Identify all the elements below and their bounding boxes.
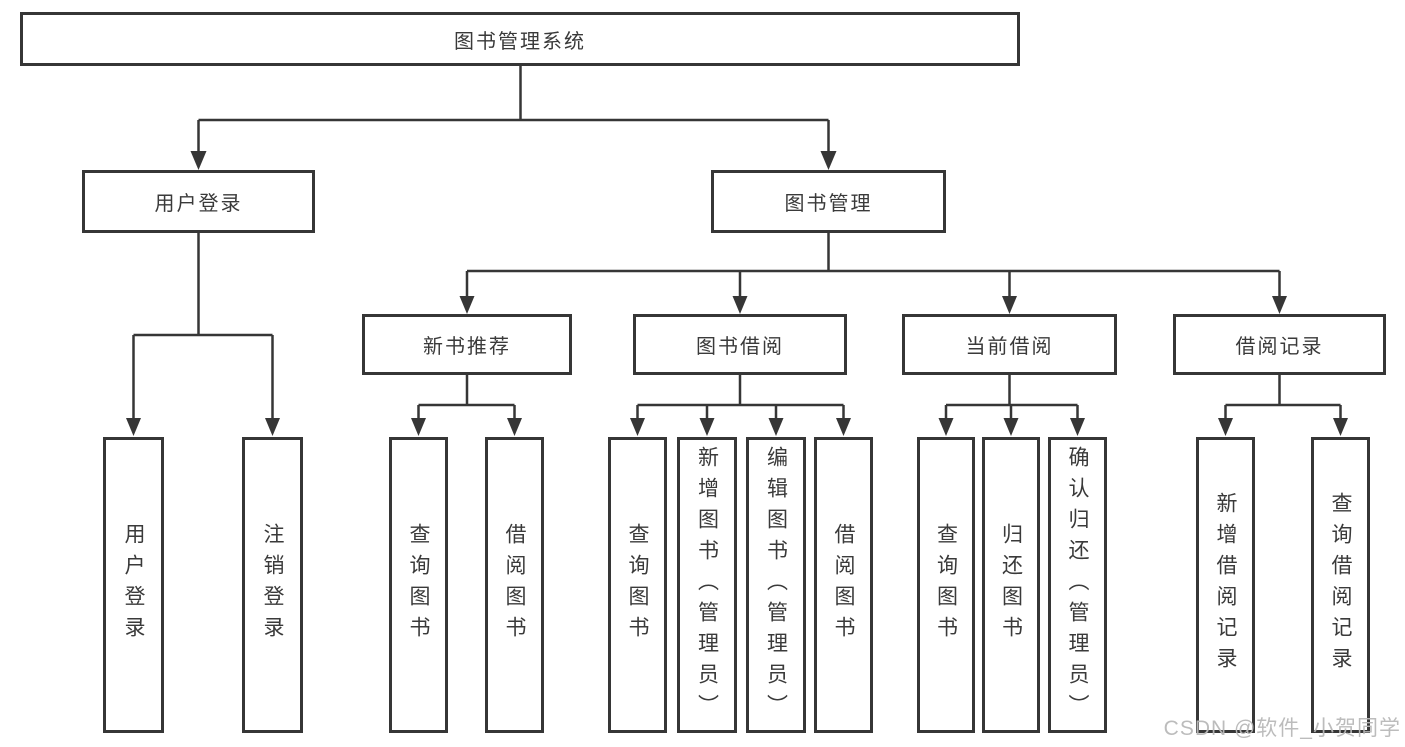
leaf-query-books-borrowing: 查询图书 [608, 437, 667, 733]
leaf-add-books-admin: 新增图书（管理员） [677, 437, 737, 733]
node-label: 图书管理 [784, 193, 873, 215]
node-label: 注销登录 [261, 523, 284, 647]
node-label: 确认归还（管理员） [1066, 445, 1089, 725]
node-user-login: 用户登录 [82, 170, 315, 233]
leaf-query-books-recommend: 查询图书 [389, 437, 448, 733]
node-book-borrowing: 图书借阅 [633, 314, 847, 375]
arrowheads [126, 151, 1348, 436]
node-label: 借阅图书 [832, 523, 855, 647]
node-label: 用户登录 [154, 193, 243, 215]
node-label: 图书借阅 [696, 336, 784, 358]
node-label: 用户登录 [122, 523, 145, 647]
node-label: 借阅记录 [1235, 336, 1324, 358]
node-label: 编辑图书（管理员） [764, 445, 788, 725]
node-label: 图书管理系统 [454, 30, 586, 53]
node-new-book-recommendation: 新书推荐 [362, 314, 572, 375]
leaf-edit-books-admin: 编辑图书（管理员） [746, 437, 806, 733]
node-label: 新增借阅记录 [1214, 492, 1237, 678]
node-label: 归还图书 [999, 523, 1023, 647]
node-borrowing-records: 借阅记录 [1173, 314, 1386, 375]
leaf-add-borrow-record: 新增借阅记录 [1196, 437, 1255, 733]
node-label: 查询借阅记录 [1329, 492, 1352, 678]
watermark: CSDN @软件_小贺同学 [1163, 717, 1401, 740]
node-book-management-system: 图书管理系统 [20, 12, 1020, 66]
leaf-return-books: 归还图书 [982, 437, 1040, 733]
node-label: 查询图书 [934, 523, 958, 647]
node-label: 借阅图书 [503, 523, 526, 647]
leaf-borrow-books-recommend: 借阅图书 [485, 437, 544, 733]
node-current-borrowing: 当前借阅 [902, 314, 1117, 375]
node-label: 新书推荐 [423, 336, 511, 358]
leaf-borrow-books: 借阅图书 [814, 437, 873, 733]
leaf-confirm-return-admin: 确认归还（管理员） [1048, 437, 1107, 733]
leaf-query-borrow-record: 查询借阅记录 [1311, 437, 1370, 733]
leaf-logout: 注销登录 [242, 437, 303, 733]
node-label: 新增图书（管理员） [695, 445, 719, 725]
node-book-management: 图书管理 [711, 170, 946, 233]
leaf-query-books-current: 查询图书 [917, 437, 975, 733]
node-label: 查询图书 [626, 523, 649, 647]
leaf-user-login: 用户登录 [103, 437, 164, 733]
node-label: 查询图书 [407, 523, 430, 647]
node-label: 当前借阅 [965, 336, 1054, 358]
